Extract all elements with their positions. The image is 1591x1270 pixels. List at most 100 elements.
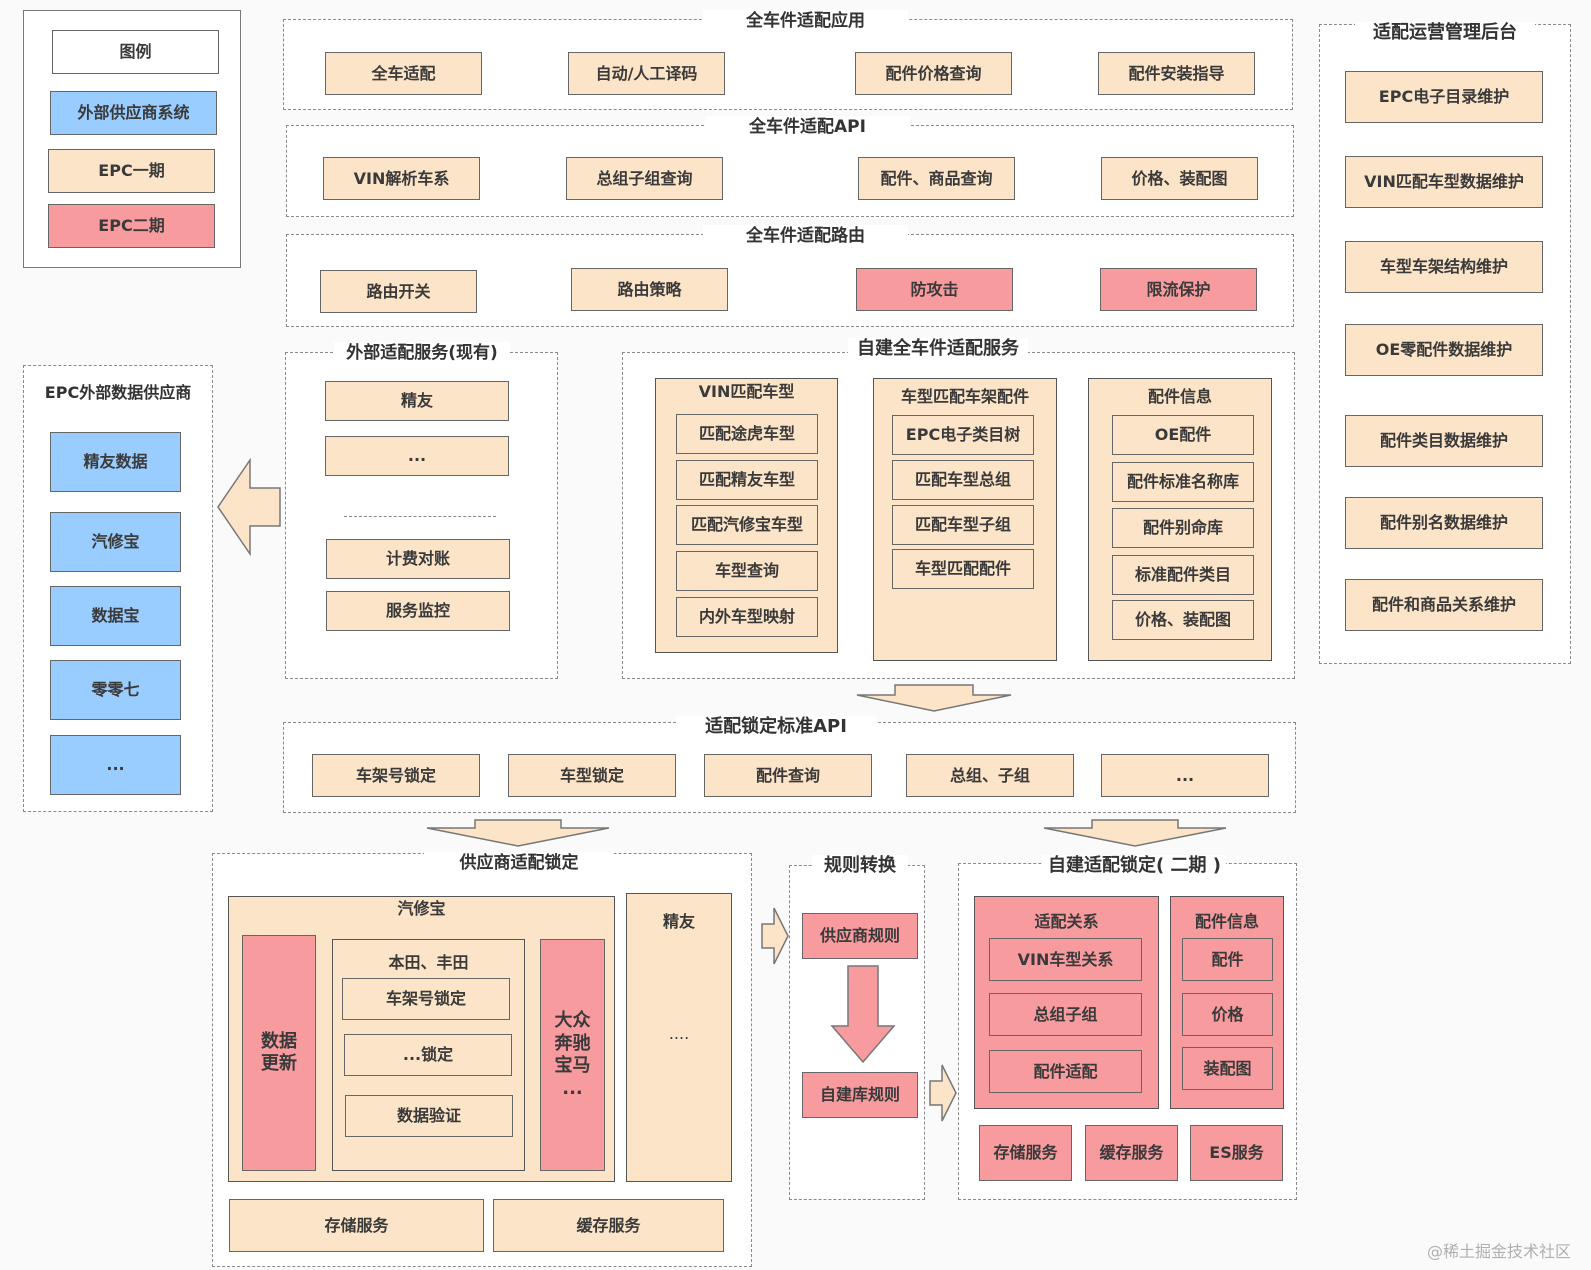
ops-item-parts-alias: 配件别名数据维护 — [1345, 497, 1543, 549]
frame-parts-match: 车型匹配配件 — [892, 549, 1034, 589]
frame-parts-title: 车型匹配车架配件 — [900, 387, 1029, 406]
self-rule-box: 自建库规则 — [802, 1072, 918, 1118]
parts-price-diagram: 价格、装配图 — [1112, 600, 1254, 640]
self-lock-cache-service: 缓存服务 — [1085, 1125, 1178, 1181]
app-item-install-guide: 配件安装指导 — [1098, 52, 1255, 95]
right-arrow-rule-icon — [761, 907, 789, 965]
app-item-full-vehicle: 全车适配 — [325, 52, 482, 95]
down-arrow-rule-icon — [830, 965, 896, 1064]
app-layer-title: 全车件适配应用 — [703, 10, 908, 32]
supplier-cache-service: 缓存服务 — [493, 1199, 724, 1252]
vw-benz-bmw-box: 大众 奔驰 宝马 ... — [540, 939, 605, 1171]
self-lock-title: 自建适配锁定( 二期 ) — [1042, 855, 1226, 877]
app-item-decode: 自动/人工译码 — [568, 52, 725, 95]
relation-parts-fit: 配件适配 — [989, 1050, 1142, 1093]
jingyou-dots: .... — [668, 1024, 690, 1043]
external-service-monitor: 服务监控 — [326, 591, 510, 631]
epc-external-shujubao: 数据宝 — [50, 586, 181, 646]
api-item-group-query: 总组子组查询 — [566, 157, 723, 200]
relation-vin-model: VIN车型关系 — [989, 938, 1142, 981]
route-item-rate-limit: 限流保护 — [1100, 268, 1257, 311]
self-lock-price: 价格 — [1182, 993, 1273, 1036]
self-service-title: 自建全车件适配服务 — [848, 338, 1028, 360]
left-arrow-icon — [217, 457, 281, 557]
legend-panel: 图例 外部供应商系统 EPC一期 EPC二期 — [23, 10, 241, 268]
ops-backend-title: 适配运营管理后台 — [1355, 22, 1535, 44]
legend-external-supplier: 外部供应商系统 — [50, 91, 217, 135]
route-item-strategy: 路由策略 — [571, 268, 728, 311]
watermark: @稀土掘金技术社区 — [1426, 1242, 1571, 1261]
lock-api-frame-number: 车架号锁定 — [312, 754, 480, 797]
self-lock-assembly: 装配图 — [1182, 1047, 1273, 1090]
jingyou-title: 精友 — [662, 912, 695, 931]
honda-data-verify: 数据验证 — [345, 1095, 513, 1137]
parts-info-title: 配件信息 — [1147, 387, 1212, 406]
lock-api-title: 适配锁定标准API — [676, 716, 876, 738]
route-item-switch: 路由开关 — [320, 270, 477, 313]
app-item-price-query: 配件价格查询 — [855, 52, 1012, 95]
vin-match-jingyou: 匹配精友车型 — [676, 460, 818, 500]
qixiubao-title: 汽修宝 — [397, 899, 446, 918]
vin-match-tuhu: 匹配途虎车型 — [676, 414, 818, 454]
ops-item-oe-parts: OE零配件数据维护 — [1345, 324, 1543, 376]
jingyou-panel: 精友 .... — [626, 893, 732, 1182]
rule-convert-title: 规则转换 — [812, 855, 908, 877]
honda-frame-lock: 车架号锁定 — [342, 978, 510, 1020]
data-update-box: 数据 更新 — [242, 935, 316, 1171]
lock-api-parts: 配件查询 — [704, 754, 872, 797]
epc-external-jingyou: 精友数据 — [50, 432, 181, 492]
epc-external-qixiubao: 汽修宝 — [50, 512, 181, 572]
supplier-rule-box: 供应商规则 — [802, 913, 918, 959]
frame-epc-tree: EPC电子类目树 — [892, 415, 1034, 455]
lock-api-model: 车型锁定 — [508, 754, 676, 797]
honda-dots-lock: ...锁定 — [344, 1034, 512, 1076]
external-service-title: 外部适配服务(现有) — [334, 342, 510, 364]
vin-model-query: 车型查询 — [676, 551, 818, 591]
vin-model-mapping: 内外车型映射 — [676, 597, 818, 637]
api-item-parts-goods: 配件、商品查询 — [858, 157, 1015, 200]
supplier-storage-service: 存储服务 — [229, 1199, 484, 1252]
api-item-vin-series: VIN解析车系 — [323, 157, 480, 200]
epc-external-more: ... — [50, 735, 181, 795]
api-layer-title: 全车件适配API — [705, 116, 910, 138]
parts-standard-name: 配件标准名称库 — [1112, 462, 1254, 502]
parts-oe: OE配件 — [1112, 415, 1254, 455]
honda-toyota-title: 本田、丰田 — [388, 953, 469, 972]
api-item-price-diagram: 价格、装配图 — [1101, 157, 1258, 200]
self-lock-storage-service: 存储服务 — [979, 1125, 1072, 1181]
frame-subgroup-match: 匹配车型子组 — [892, 505, 1034, 545]
epc-external-lingqi: 零零七 — [50, 660, 181, 720]
legend-title: 图例 — [52, 30, 219, 74]
ops-item-vin-match: VIN匹配车型数据维护 — [1345, 156, 1543, 208]
external-service-billing: 计费对账 — [326, 539, 510, 579]
relation-group: 总组子组 — [989, 993, 1142, 1036]
self-lock-parts-item: 配件 — [1182, 938, 1273, 981]
down-arrow-icon — [856, 684, 1012, 712]
down-arrow-supplier-icon — [426, 819, 610, 847]
route-item-anti-attack: 防攻击 — [856, 268, 1013, 311]
vin-match-qixiubao: 匹配汽修宝车型 — [676, 505, 818, 545]
down-arrow-self-lock-icon — [1043, 819, 1227, 847]
external-service-jingyou: 精友 — [325, 381, 509, 421]
route-layer-title: 全车件适配路由 — [703, 225, 908, 247]
parts-alias: 配件别命库 — [1112, 508, 1254, 548]
external-service-more: ... — [325, 436, 509, 476]
external-service-divider — [344, 516, 496, 517]
legend-epc-phase2: EPC二期 — [48, 204, 215, 248]
lock-api-more: ... — [1101, 754, 1269, 797]
right-arrow-self-lock-icon — [929, 1064, 957, 1122]
ops-item-frame-structure: 车型车架结构维护 — [1345, 241, 1543, 293]
vin-match-title: VIN匹配车型 — [698, 382, 795, 401]
legend-epc-phase1: EPC一期 — [48, 149, 215, 193]
ops-item-parts-goods: 配件和商品关系维护 — [1345, 579, 1543, 631]
epc-external-title: EPC外部数据供应商 — [44, 383, 192, 402]
self-lock-es-service: ES服务 — [1190, 1125, 1283, 1181]
ops-item-parts-category: 配件类目数据维护 — [1345, 415, 1543, 467]
ops-item-epc-catalog: EPC电子目录维护 — [1345, 71, 1543, 123]
fit-relation-title: 适配关系 — [1034, 912, 1099, 931]
parts-standard-category: 标准配件类目 — [1112, 555, 1254, 595]
self-lock-parts-title: 配件信息 — [1194, 912, 1259, 931]
lock-api-group: 总组、子组 — [906, 754, 1074, 797]
supplier-lock-title: 供应商适配锁定 — [424, 852, 614, 874]
frame-group-match: 匹配车型总组 — [892, 460, 1034, 500]
